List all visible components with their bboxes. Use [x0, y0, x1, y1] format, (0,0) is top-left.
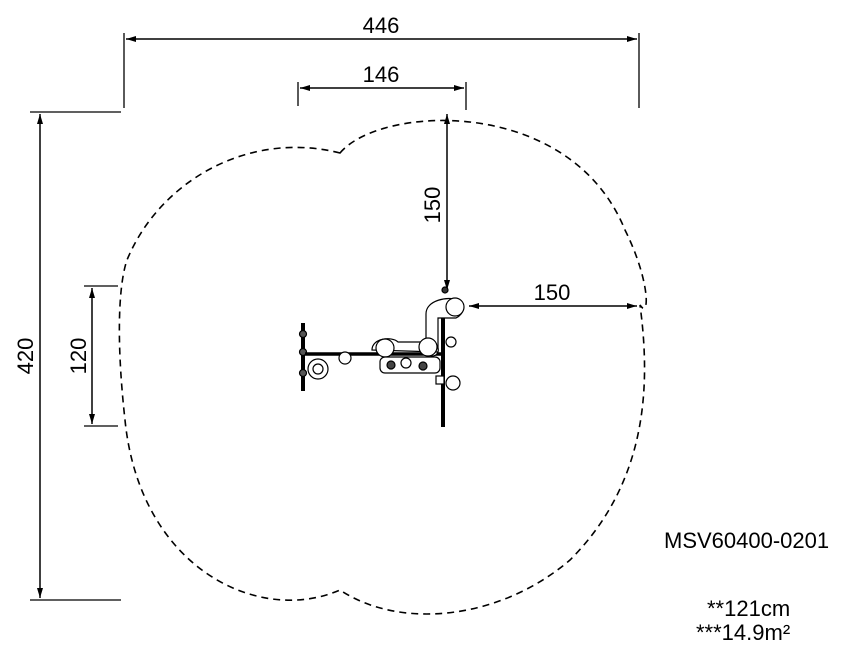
model-code: MSV60400-0201 [664, 528, 830, 553]
dim-label-top-width: 146 [363, 62, 400, 87]
dimension-lines [37, 36, 637, 598]
dim-label-horizontal-clearance: 150 [534, 280, 571, 305]
safety-zone-outline [118, 119, 648, 615]
safety-area: ***14.9m² [696, 620, 791, 645]
free-fall-height: **121cm [707, 596, 791, 621]
dim-label-overall-depth: 420 [13, 338, 38, 375]
dim-label-overall-width: 446 [363, 13, 400, 38]
equipment-plan [298, 286, 465, 427]
extension-lines [30, 33, 640, 601]
dim-label-vertical-clearance: 150 [420, 187, 445, 224]
dim-label-left-height: 120 [66, 338, 91, 375]
